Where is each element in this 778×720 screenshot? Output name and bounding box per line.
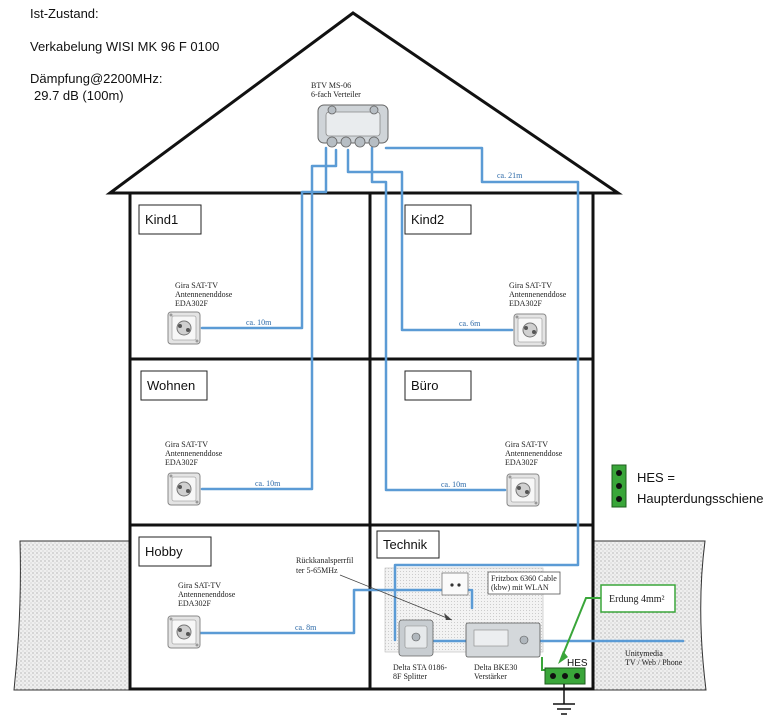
svg-text:Antennenenddose: Antennenenddose	[178, 590, 236, 599]
cable-len-wohnen: ca. 10m	[255, 479, 281, 488]
delta-splitter-line2: 8F Splitter	[393, 672, 427, 681]
svg-text:EDA302F: EDA302F	[178, 599, 211, 608]
svg-text:Gira SAT-TV: Gira SAT-TV	[505, 440, 548, 449]
room-kind1: Kind1	[145, 212, 178, 227]
ground-left	[13, 540, 131, 691]
filter-pointer-head	[444, 613, 452, 620]
delta-splitter-device	[398, 619, 434, 657]
room-box-buero	[404, 370, 472, 401]
provider-line1: Unitymedia	[625, 649, 663, 658]
ground-link	[541, 657, 545, 671]
delta-splitter-line1: Delta STA 0186-	[393, 663, 447, 672]
room-box-technik	[376, 530, 440, 559]
cable-len-buero: ca. 10m	[441, 480, 467, 489]
room-box-kind1	[138, 204, 202, 235]
fritzbox-device	[441, 572, 469, 596]
outlet-kind1	[167, 311, 201, 345]
outlet-hobby	[167, 615, 201, 649]
filter-line1: Rückkanalsperrfil	[296, 556, 354, 565]
status-heading: Ist-Zustand:	[30, 6, 99, 21]
fritzbox-line2: (kbw) mit WLAN	[491, 583, 549, 592]
hes-terminal-3	[574, 673, 580, 679]
svg-text:Antennenenddose: Antennenenddose	[505, 449, 563, 458]
room-technik: Technik	[383, 537, 428, 552]
legend-terminal-2	[616, 483, 622, 489]
cable-hobby	[198, 588, 472, 635]
fritzbox-line1: Fritzbox 6360 Cable	[491, 574, 557, 583]
house-outline	[128, 191, 595, 691]
damping-value: 29.7 dB (100m)	[34, 88, 124, 103]
svg-text:Gira SAT-TV: Gira SAT-TV	[175, 281, 218, 290]
svg-text:Gira SAT-TV: Gira SAT-TV	[178, 581, 221, 590]
outlet-label-kind2: Gira SAT-TV Antennenenddose EDA302F	[509, 281, 567, 308]
cable-technik	[384, 146, 580, 642]
grounding-label: Erdung 4mm²	[609, 594, 665, 605]
legend-hes-line2: Haupterdungsschiene	[637, 491, 763, 506]
svg-text:EDA302F: EDA302F	[165, 458, 198, 467]
ground-right	[591, 540, 707, 691]
fritzbox-label-box	[487, 571, 561, 595]
splitter-device	[317, 104, 389, 148]
cable-buero	[370, 146, 507, 492]
room-box-wohnen	[140, 370, 208, 401]
roof	[105, 11, 623, 195]
fritzbox-port-icon	[457, 583, 461, 587]
cable-len-kind2: ca. 6m	[459, 319, 481, 328]
svg-text:EDA302F: EDA302F	[175, 299, 208, 308]
room-wohnen: Wohnen	[147, 378, 195, 393]
fritzbox-led-icon	[450, 583, 454, 587]
room-box-kind2	[404, 204, 472, 235]
cable-kind2	[346, 148, 514, 332]
legend-terminal-3	[616, 496, 622, 502]
svg-text:Antennenenddose: Antennenenddose	[509, 290, 567, 299]
room-hobby: Hobby	[145, 544, 183, 559]
delta-amp-line2: Verstärker	[474, 672, 507, 681]
outlet-label-kind1: Gira SAT-TV Antennenenddose EDA302F	[175, 281, 233, 308]
svg-text:EDA302F: EDA302F	[505, 458, 538, 467]
room-kind2: Kind2	[411, 212, 444, 227]
svg-text:Gira SAT-TV: Gira SAT-TV	[165, 440, 208, 449]
ground-wire	[561, 597, 601, 658]
svg-text:Gira SAT-TV: Gira SAT-TV	[509, 281, 552, 290]
outlet-kind2	[513, 313, 547, 347]
cable-len-hobby: ca. 8m	[295, 623, 317, 632]
ground-wire-arrow	[558, 651, 568, 664]
cable-runs	[198, 146, 685, 643]
cabling-text: Verkabelung WISI MK 96 F 0100	[30, 39, 220, 54]
hes-terminal-1	[550, 673, 556, 679]
outlet-label-wohnen: Gira SAT-TV Antennenenddose EDA302F	[165, 440, 223, 467]
splitter-name: BTV MS-06	[311, 81, 351, 90]
hes-terminal-2	[562, 673, 568, 679]
damping-label: Dämpfung@2200MHz:	[30, 71, 163, 86]
legend-terminal-1	[616, 470, 622, 476]
cable-wohnen	[200, 148, 338, 491]
room-buero: Büro	[411, 378, 438, 393]
svg-text:Antennenenddose: Antennenenddose	[175, 290, 233, 299]
splitter-desc: 6-fach Verteiler	[311, 90, 361, 99]
cable-len-roof: ca. 21m	[497, 171, 523, 180]
svg-text:EDA302F: EDA302F	[509, 299, 542, 308]
outlet-wohnen	[167, 472, 201, 506]
outlet-buero	[506, 473, 540, 507]
outlet-label-hobby: Gira SAT-TV Antennenenddose EDA302F	[178, 581, 236, 608]
grounding-label-box	[600, 584, 676, 613]
cable-len-kind1: ca. 10m	[246, 318, 272, 327]
provider-line2: TV / Web / Phone	[625, 658, 683, 667]
legend-hes-line1: HES =	[637, 470, 675, 485]
delta-amplifier-device	[465, 622, 541, 658]
hes-short-label: HES	[567, 658, 588, 669]
delta-amp-line1: Delta BKE30	[474, 663, 517, 672]
filter-line2: ter 5-65MHz	[296, 566, 338, 575]
svg-text:Antennenenddose: Antennenenddose	[165, 449, 223, 458]
cable-kind1	[200, 146, 328, 330]
room-box-hobby	[138, 536, 212, 567]
filter-pointer	[339, 574, 453, 621]
outlet-label-buero: Gira SAT-TV Antennenenddose EDA302F	[505, 440, 563, 467]
